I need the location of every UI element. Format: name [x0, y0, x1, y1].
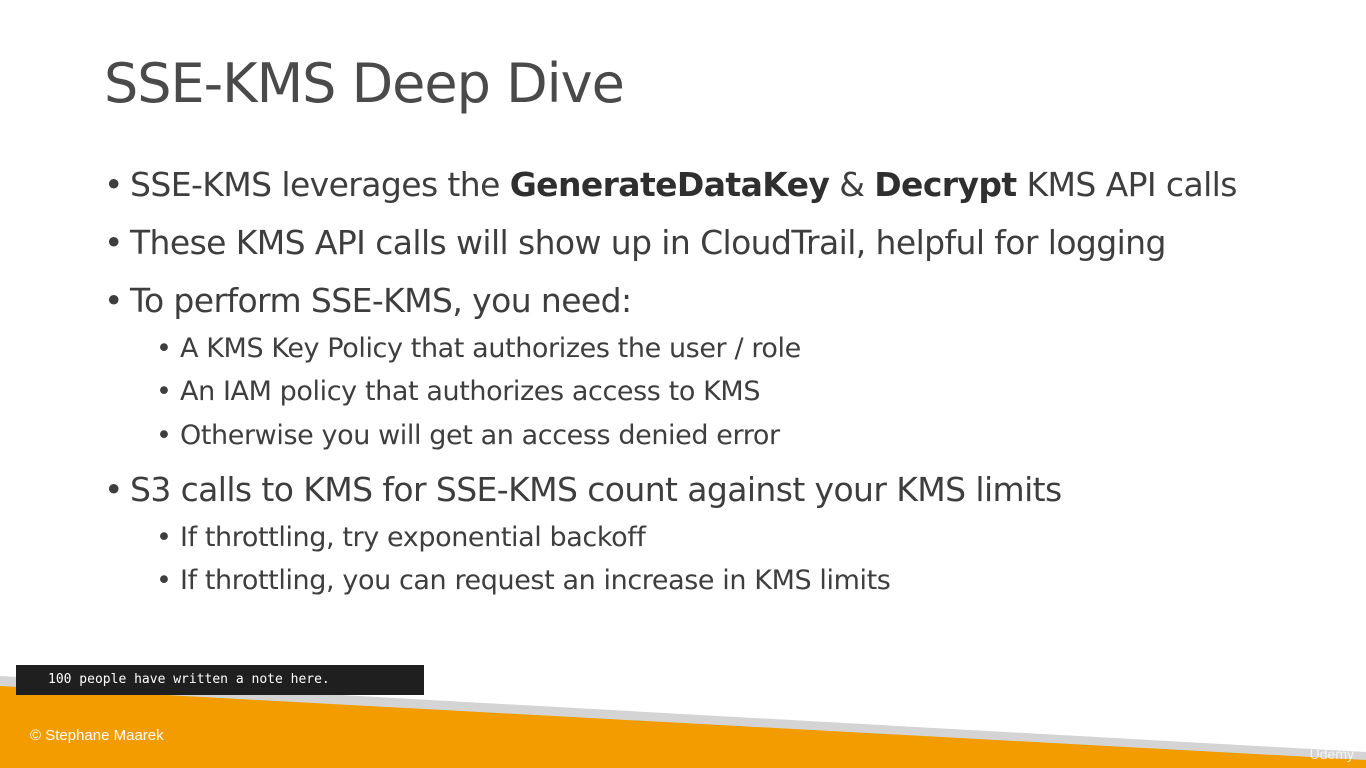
bullet-item-cloudtrail: •These KMS API calls will show up in Clo…: [104, 226, 1166, 259]
sub-bullet-key-policy: • A KMS Key Policy that authorizes the us…: [156, 335, 801, 362]
bullet-text: To perform SSE-KMS, you need:: [130, 281, 632, 320]
bullet-item-requirements: •To perform SSE-KMS, you need:: [104, 281, 632, 320]
notes-banner[interactable]: 100 people have written a note here.: [16, 665, 424, 695]
sub-bullet-increase-limits: • If throttling, you can request an incre…: [156, 565, 891, 596]
bullet-text-bold: GenerateDataKey: [509, 165, 830, 204]
sub-bullet-text: If throttling, you can request an increa…: [180, 565, 891, 596]
bullet-text-part: SSE-KMS leverages the: [130, 165, 510, 204]
sub-bullet-text: Otherwise you will get an access denied …: [180, 420, 780, 451]
slide-title: SSE-KMS Deep Dive: [104, 52, 625, 115]
bullet-text-bold: Decrypt: [874, 165, 1017, 204]
sub-bullet-access-denied: • Otherwise you will get an access denied…: [156, 422, 780, 449]
bullet-icon: •: [156, 420, 172, 451]
udemy-watermark: Udemy: [1309, 746, 1354, 762]
bullet-icon: •: [104, 165, 123, 204]
bullet-text-part: KMS API calls: [1016, 165, 1237, 204]
sub-bullet-text: A KMS Key Policy that authorizes the use…: [180, 333, 801, 364]
bullet-icon: •: [156, 522, 172, 553]
bullet-icon: •: [156, 565, 172, 596]
bullet-icon: •: [104, 223, 123, 262]
sub-bullet-iam-policy: • An IAM policy that authorizes access to…: [156, 378, 760, 405]
bullet-icon: •: [104, 281, 123, 320]
bullet-text: These KMS API calls will show up in Clou…: [130, 223, 1166, 262]
bullet-item-kms-limits: •S3 calls to KMS for SSE-KMS count again…: [104, 473, 1062, 506]
sub-bullet-text: An IAM policy that authorizes access to …: [180, 376, 761, 407]
copyright-text: © Stephane Maarek: [30, 727, 164, 744]
bullet-icon: •: [156, 333, 172, 364]
footer-swoosh: [0, 676, 1366, 768]
bullet-text: S3 calls to KMS for SSE-KMS count agains…: [130, 470, 1062, 509]
footer-orange-fill: [0, 700, 1366, 768]
bullet-icon: •: [156, 376, 172, 407]
sub-bullet-backoff: • If throttling, try exponential backoff: [156, 522, 646, 553]
bullet-text-part: &: [829, 165, 875, 204]
bullet-icon: •: [104, 470, 123, 509]
sub-bullet-text: If throttling, try exponential backoff: [180, 522, 646, 553]
bullet-item-generate-data-key: •SSE-KMS leverages the GenerateDataKey &…: [104, 168, 1237, 201]
